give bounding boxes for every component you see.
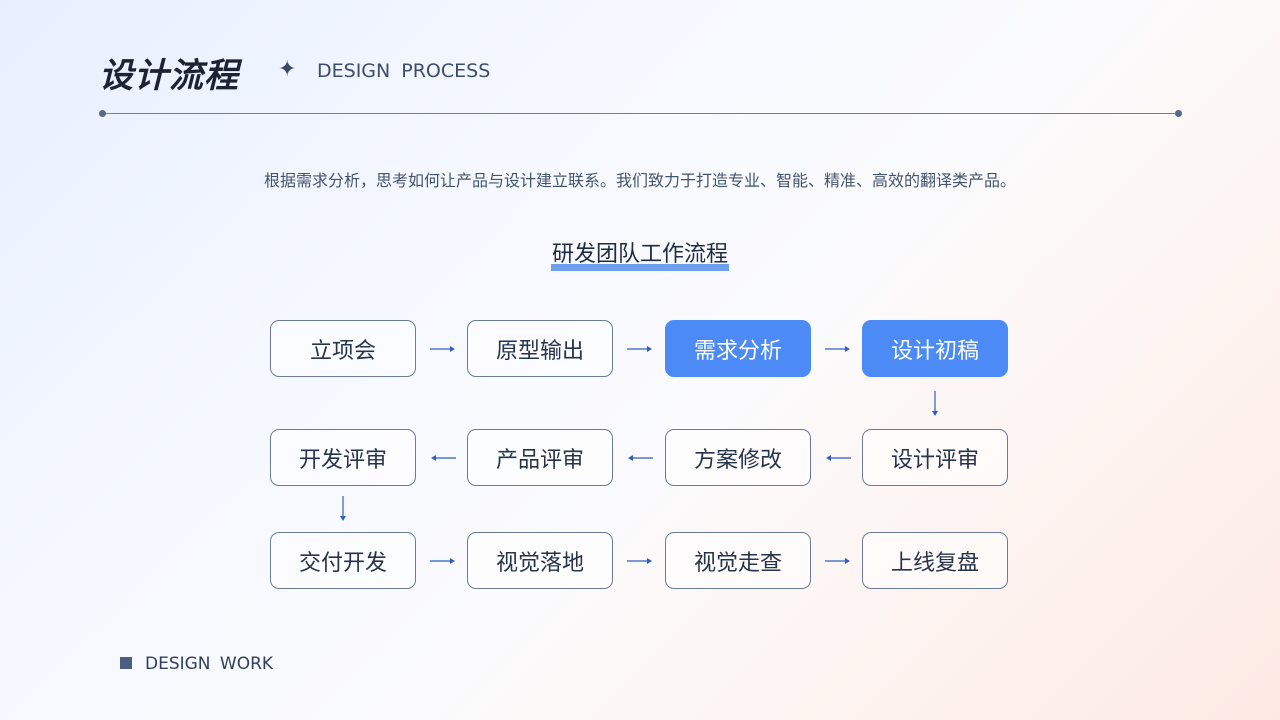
divider-dot-left bbox=[99, 110, 106, 117]
step-yuanxing-shuchu: 原型输出 bbox=[467, 320, 613, 377]
arrow-left-icon bbox=[826, 455, 851, 461]
arrow-right-icon bbox=[627, 558, 652, 564]
divider-dot-right bbox=[1175, 110, 1182, 117]
step-sheji-pingshen: 设计评审 bbox=[862, 429, 1008, 486]
arrow-right-icon bbox=[825, 558, 850, 564]
header-divider bbox=[103, 113, 1178, 114]
step-chanpin-pingshen: 产品评审 bbox=[467, 429, 613, 486]
page-title: 设计流程 bbox=[99, 56, 239, 96]
step-shijue-luodi: 视觉落地 bbox=[467, 532, 613, 589]
page-subtitle: DESIGN PROCESS bbox=[317, 60, 491, 82]
arrow-right-icon bbox=[430, 558, 455, 564]
step-xuqiu-fenxi: 需求分析 bbox=[665, 320, 811, 377]
intro-text: 根据需求分析，思考如何让产品与设计建立联系。我们致力于打造专业、智能、精准、高效… bbox=[263, 171, 1016, 190]
arrow-right-icon bbox=[627, 346, 652, 352]
arrow-right-icon bbox=[430, 346, 455, 352]
flow-title-wrap: 研发团队工作流程 bbox=[0, 236, 1280, 271]
step-sheji-chugao: 设计初稿 bbox=[862, 320, 1008, 377]
arrow-down-icon bbox=[932, 391, 938, 416]
step-jiaofu-kaifa: 交付开发 bbox=[270, 532, 416, 589]
step-fangan-xiugai: 方案修改 bbox=[665, 429, 811, 486]
step-kaifa-pingshen: 开发评审 bbox=[270, 429, 416, 486]
square-icon bbox=[120, 657, 132, 669]
step-lixianghui: 立项会 bbox=[270, 320, 416, 377]
arrow-left-icon bbox=[431, 455, 456, 461]
sparkle-icon: ✦ bbox=[278, 57, 297, 82]
flow-title: 研发团队工作流程 bbox=[550, 236, 730, 271]
arrow-down-icon bbox=[340, 496, 346, 521]
footer-label: DESIGN WORK bbox=[145, 654, 274, 674]
step-shijue-zoucha: 视觉走查 bbox=[665, 532, 811, 589]
arrow-right-icon bbox=[825, 346, 850, 352]
arrow-left-icon bbox=[628, 455, 653, 461]
step-shangxian-fupan: 上线复盘 bbox=[862, 532, 1008, 589]
